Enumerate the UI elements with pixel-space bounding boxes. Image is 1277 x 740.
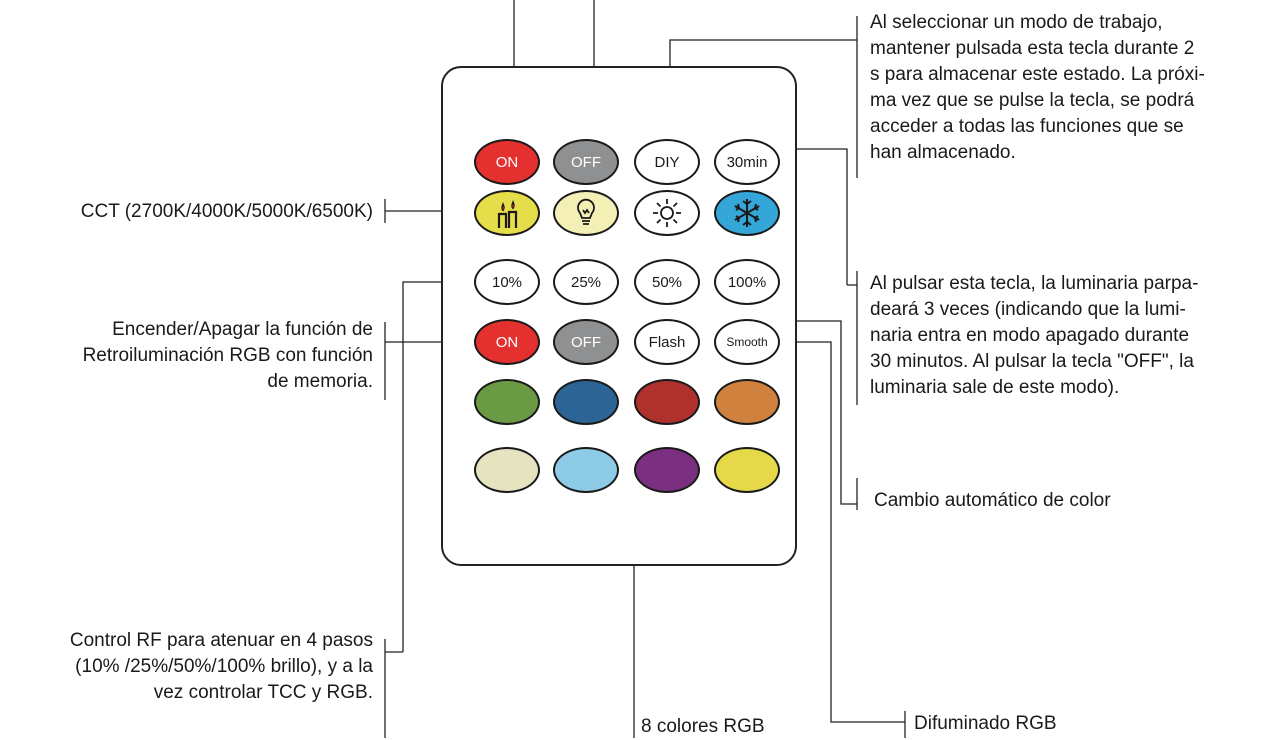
diy-button[interactable]: DIY: [634, 139, 700, 185]
memory-mode-line: ma vez que se pulse la tecla, se podrá: [870, 90, 1195, 111]
rf-control-line: Control RF para atenuar en 4 pasos: [69, 630, 373, 651]
timer-30min-label: 30min: [726, 153, 768, 171]
brightness-10-label: 10%: [491, 273, 523, 291]
backlight-line: Retroiluminación RGB con función: [82, 345, 373, 366]
memory-mode-line: acceder a todas las funciones que se: [870, 116, 1184, 137]
timer-line: luminaria sale de este modo).: [870, 377, 1120, 398]
color-lightblue-button[interactable]: [553, 447, 619, 493]
rgb-on-label: ON: [495, 333, 519, 351]
on-label: ON: [495, 153, 519, 171]
brightness-50-button[interactable]: 50%: [634, 259, 700, 305]
sun-icon: [650, 196, 684, 230]
rf-control-note: Control RF para atenuar en 4 pasos (10% /…: [70, 628, 373, 706]
memory-mode-note: Al seleccionar un modo de trabajo, manten…: [870, 10, 1270, 166]
color-red-button[interactable]: [634, 379, 700, 425]
flash-button[interactable]: Flash: [634, 319, 700, 365]
timer-30min-button[interactable]: 30min: [714, 139, 780, 185]
off-label: OFF: [571, 153, 601, 171]
rf-control-line: vez controlar TCC y RGB.: [153, 682, 373, 703]
timer-note: Al pulsar esta tecla, la luminaria parpa…: [870, 271, 1270, 401]
cct-5000k-button[interactable]: [634, 190, 700, 236]
color-orange-button[interactable]: [714, 379, 780, 425]
brightness-100-button[interactable]: 100%: [714, 259, 780, 305]
candle-icon: [490, 196, 524, 230]
smooth-rgb-label: Difuminado RGB: [914, 713, 1057, 734]
memory-mode-line: Al seleccionar un modo de trabajo,: [870, 12, 1163, 33]
rgb-colors-label: 8 colores RGB: [641, 716, 765, 737]
memory-mode-line: han almacenado.: [870, 142, 1016, 163]
brightness-50-label: 50%: [651, 273, 683, 291]
memory-mode-line: mantener pulsada esta tecla durante 2: [870, 38, 1195, 59]
color-cream-button[interactable]: [474, 447, 540, 493]
timer-line: deará 3 veces (indicando que la lumi-: [870, 299, 1186, 320]
color-purple-button[interactable]: [634, 447, 700, 493]
rf-control-line: (10% /25%/50%/100% brillo), y a la: [75, 656, 373, 677]
brightness-25-button[interactable]: 25%: [553, 259, 619, 305]
color-yellow-button[interactable]: [714, 447, 780, 493]
backlight-line: de memoria.: [267, 371, 373, 392]
rgb-on-button[interactable]: ON: [474, 319, 540, 365]
timer-line: 30 minutos. Al pulsar la tecla "OFF", la: [870, 351, 1194, 372]
rgb-off-label: OFF: [571, 333, 601, 351]
brightness-10-button[interactable]: 10%: [474, 259, 540, 305]
backlight-line: Encender/Apagar la función de: [112, 319, 373, 340]
off-button[interactable]: OFF: [553, 139, 619, 185]
smooth-button[interactable]: Smooth: [714, 319, 780, 365]
brightness-100-label: 100%: [727, 273, 767, 291]
auto-color-note: Cambio automático de color: [874, 490, 1111, 511]
flash-label: Flash: [648, 333, 686, 351]
on-button[interactable]: ON: [474, 139, 540, 185]
cct-2700k-button[interactable]: [474, 190, 540, 236]
color-blue-button[interactable]: [553, 379, 619, 425]
brightness-25-label: 25%: [570, 273, 602, 291]
memory-mode-line: s para almacenar este estado. La próxi-: [870, 64, 1205, 85]
color-green-button[interactable]: [474, 379, 540, 425]
backlight-note: Encender/Apagar la función de Retroilumin…: [83, 317, 373, 395]
snowflake-icon: [730, 196, 764, 230]
cct-4000k-button[interactable]: [553, 190, 619, 236]
timer-line: Al pulsar esta tecla, la luminaria parpa…: [870, 273, 1199, 294]
diy-label: DIY: [654, 153, 680, 171]
cct-6500k-button[interactable]: [714, 190, 780, 236]
smooth-label: Smooth: [726, 335, 768, 349]
cct-label: CCT (2700K/4000K/5000K/6500K): [80, 201, 373, 222]
timer-line: naria entra en modo apagado durante: [870, 325, 1190, 346]
rgb-off-button[interactable]: OFF: [553, 319, 619, 365]
bulb-icon: [569, 196, 603, 230]
